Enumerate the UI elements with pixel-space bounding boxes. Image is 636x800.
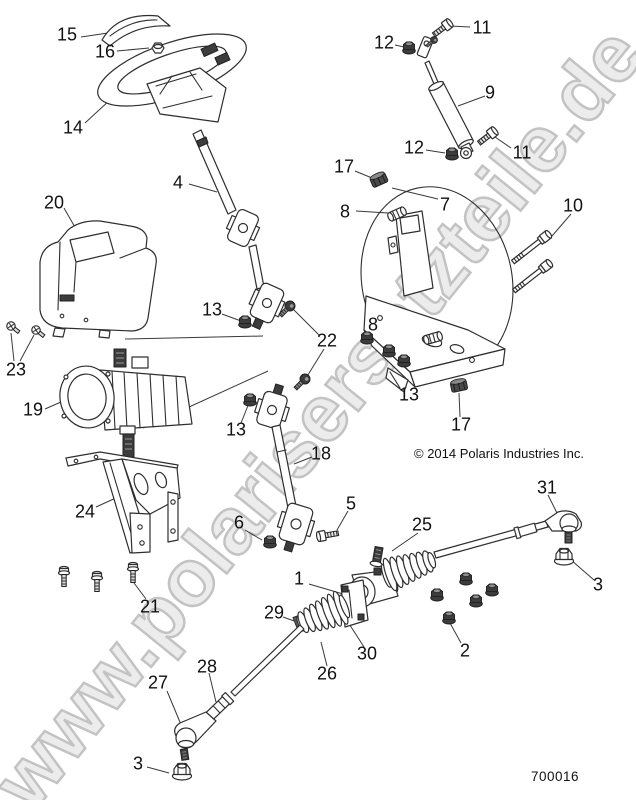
callout-10: 10 xyxy=(562,195,584,216)
callout-3-right: 3 xyxy=(592,574,604,595)
bracket-bolts xyxy=(57,561,140,593)
callout-31: 31 xyxy=(536,477,558,498)
callout-20: 20 xyxy=(43,192,65,213)
callout-11-top: 11 xyxy=(472,17,492,38)
callout-23: 23 xyxy=(5,359,27,380)
callout-17-a: 17 xyxy=(333,156,355,177)
callout-12-bottom: 12 xyxy=(403,137,425,158)
pivot-bracket-detail xyxy=(360,186,514,393)
copyright-text: © 2014 Polaris Industries Inc. xyxy=(414,446,584,461)
callout-29: 29 xyxy=(263,602,285,623)
yoke-bolt xyxy=(315,527,340,543)
callout-15: 15 xyxy=(56,24,78,45)
callout-25: 25 xyxy=(411,514,433,535)
callout-7: 7 xyxy=(439,194,451,215)
callout-13-a: 13 xyxy=(201,299,223,320)
callout-17-b: 17 xyxy=(450,414,472,435)
callout-26: 26 xyxy=(316,663,338,684)
dash-cover xyxy=(39,220,157,339)
callout-5: 5 xyxy=(345,493,357,514)
callout-19: 19 xyxy=(22,399,44,420)
callout-1: 1 xyxy=(293,568,305,589)
long-bolts xyxy=(511,229,554,294)
eps-motor xyxy=(59,348,193,458)
rack-and-pinion xyxy=(174,510,583,761)
upper-steering-shaft xyxy=(192,129,286,330)
diagram-number: 700016 xyxy=(531,769,580,784)
callout-18: 18 xyxy=(310,443,332,464)
callout-12-top: 12 xyxy=(373,32,395,53)
callout-9: 9 xyxy=(484,82,496,103)
steering-wheel xyxy=(97,33,247,123)
yoke-nut xyxy=(263,535,277,549)
callout-21: 21 xyxy=(139,596,161,617)
callout-3-left: 3 xyxy=(132,753,144,774)
wheel-nut xyxy=(151,42,165,54)
callout-30: 30 xyxy=(356,643,378,664)
pinch-bolts xyxy=(276,298,313,393)
rack-mount-nuts xyxy=(430,572,499,625)
callout-11-bottom: 11 xyxy=(512,142,532,163)
callout-8-b: 8 xyxy=(367,314,379,335)
column-cover-pad xyxy=(101,14,171,47)
callout-28: 28 xyxy=(196,656,218,677)
callout-4: 4 xyxy=(172,172,184,193)
callout-27: 27 xyxy=(147,672,169,693)
callout-14: 14 xyxy=(62,117,84,138)
callout-24: 24 xyxy=(74,501,96,522)
callout-2: 2 xyxy=(459,640,471,661)
callout-8-a: 8 xyxy=(339,201,351,222)
callout-16: 16 xyxy=(94,41,116,62)
intermediate-shaft xyxy=(254,383,316,553)
callout-6: 6 xyxy=(233,512,245,533)
callout-13-c: 13 xyxy=(398,384,420,405)
callout-22: 22 xyxy=(316,330,338,351)
callout-13-b: 13 xyxy=(225,419,247,440)
gas-strut xyxy=(416,36,474,160)
mount-bracket xyxy=(65,451,181,554)
